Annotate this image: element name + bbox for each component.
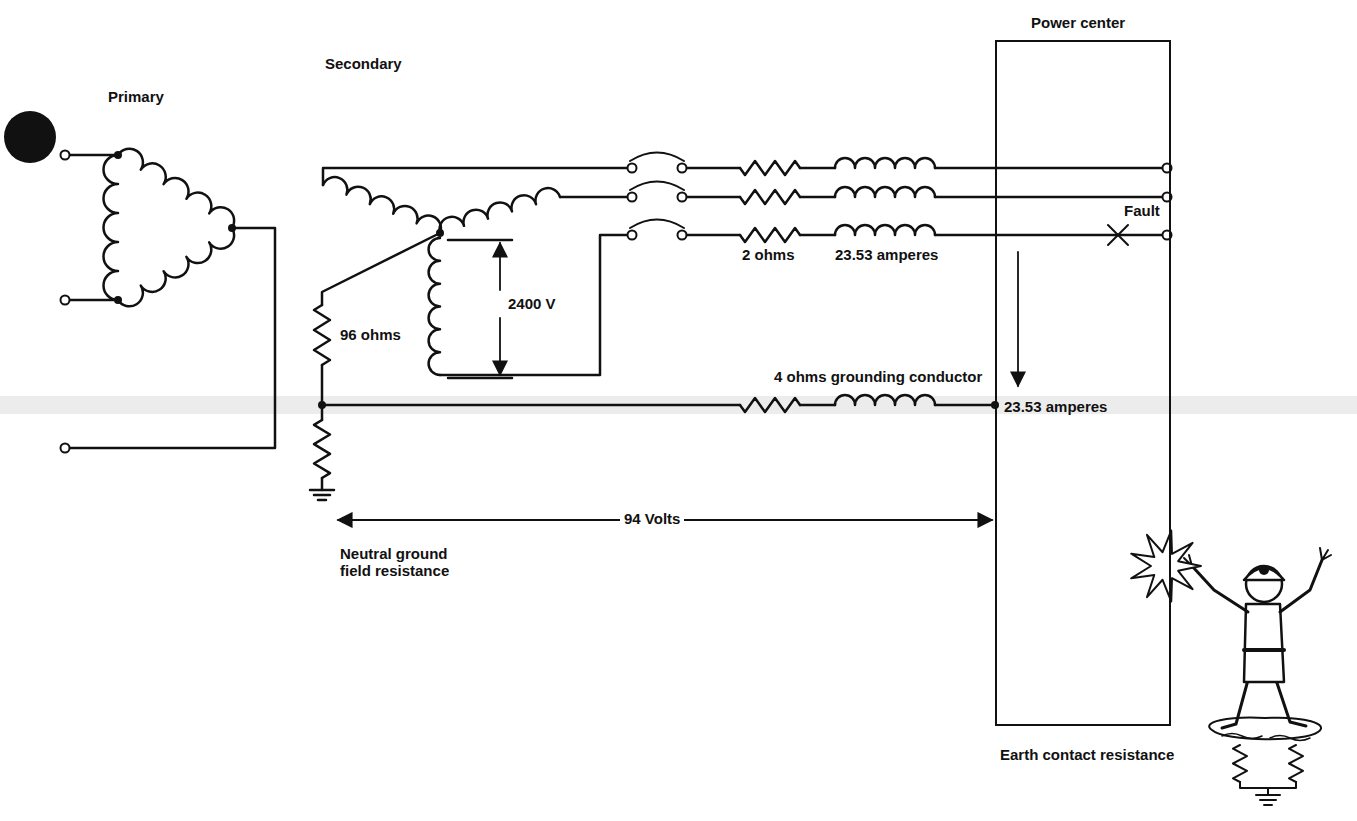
fault-current-arrow [1017, 252, 1019, 386]
puddle-ripple [1222, 734, 1262, 739]
miner-figure [1131, 531, 1331, 805]
winding-label: Primary [108, 88, 164, 105]
terminal [628, 193, 637, 202]
miner-leg [1222, 680, 1248, 728]
ground-symbol [1260, 799, 1276, 801]
phase-wire [687, 196, 740, 199]
helmet-lamp [1259, 565, 1269, 575]
terminal [628, 164, 637, 173]
ground-symbol [318, 499, 326, 502]
fault-mark [1108, 225, 1128, 245]
phase-wire [687, 234, 740, 237]
miner-body [1244, 604, 1284, 682]
resistor-symbol [314, 420, 330, 478]
terminal [678, 193, 687, 202]
secondary-coil [429, 238, 440, 375]
inductor-symbol [835, 395, 935, 405]
winding-label: Secondary [325, 55, 402, 72]
primary-wire [69, 228, 275, 448]
primary-coil [118, 228, 234, 306]
inductor-symbol [835, 225, 935, 235]
phase-wire [800, 196, 835, 199]
primary-coil [118, 149, 234, 228]
miner-belt [1244, 648, 1284, 652]
ground-symbol [314, 494, 330, 497]
resistance-label: Neutral ground field resistance [340, 545, 480, 580]
grounding-wire [800, 404, 835, 407]
miner-arm [1192, 566, 1248, 612]
voltage-arrow [499, 243, 501, 290]
ground-symbol [310, 489, 334, 492]
secondary-wire [323, 168, 628, 185]
breaker-switch [630, 182, 684, 191]
fault-label: Fault [1124, 202, 1160, 219]
terminal [628, 231, 637, 240]
neutral-wire [322, 233, 440, 305]
current-label: 23.53 amperes [835, 246, 938, 263]
voltage-label: 2400 V [508, 295, 556, 312]
ground-symbol [1264, 804, 1272, 806]
voltage-label: 94 Volts [620, 510, 684, 527]
source-dot [4, 111, 56, 163]
phase-wire [935, 196, 1162, 199]
resistor-symbol [1233, 745, 1247, 782]
neutral-wire [321, 478, 324, 490]
conductor-label: 4 ohms grounding conductor [770, 368, 986, 385]
phase-wire [935, 234, 1162, 237]
terminal [678, 164, 687, 173]
terminal [678, 231, 687, 240]
miner-leg [1276, 680, 1306, 726]
phase-wire [800, 234, 835, 237]
grounding-wire [935, 404, 995, 407]
secondary-wire [560, 196, 628, 199]
grounding-wire [322, 404, 740, 407]
primary-coil [104, 155, 119, 300]
secondary-coil [439, 188, 560, 233]
power-center-box: Power center [995, 40, 1171, 726]
current-label: 23.53 amperes [1004, 398, 1107, 415]
inductor-symbol [835, 158, 935, 168]
scan-band [0, 396, 1357, 414]
terminal [61, 296, 70, 305]
phase-wire [687, 167, 740, 170]
ground-symbol [1256, 794, 1280, 796]
phase-wire [800, 167, 835, 170]
miner-hand [1320, 548, 1331, 560]
resistance-label: 96 ohms [340, 326, 401, 343]
resistor-symbol [740, 398, 800, 412]
terminal [61, 151, 70, 160]
terminal [61, 444, 70, 453]
resistance-label: 2 ohms [742, 246, 795, 263]
resistor-symbol [314, 305, 330, 365]
resistor-symbol [740, 228, 800, 242]
dimension-tick [448, 377, 512, 380]
breaker-switch [630, 153, 684, 162]
phase-wire [935, 167, 1162, 170]
puddle [1209, 718, 1321, 740]
secondary-coil [323, 177, 441, 233]
puddle-ripple [1270, 736, 1310, 741]
neutral-wire [321, 365, 324, 420]
breaker-switch [630, 220, 684, 229]
resistor-symbol [740, 190, 800, 204]
earth-wire [1267, 788, 1269, 795]
miner-arm [1280, 560, 1322, 612]
fault-mark [1108, 225, 1128, 245]
resistance-label: Earth contact resistance [1000, 746, 1174, 763]
resistor-symbol [740, 161, 800, 175]
box-heading: Power center [1031, 14, 1125, 31]
dimension-tick [448, 239, 512, 242]
resistor-symbol [1289, 745, 1303, 782]
primary-wire [69, 154, 118, 157]
secondary-wire [440, 235, 628, 375]
shock-spark [1131, 531, 1201, 602]
voltage-arrow [499, 318, 501, 375]
primary-wire [69, 299, 118, 302]
inductor-symbol [835, 187, 935, 197]
